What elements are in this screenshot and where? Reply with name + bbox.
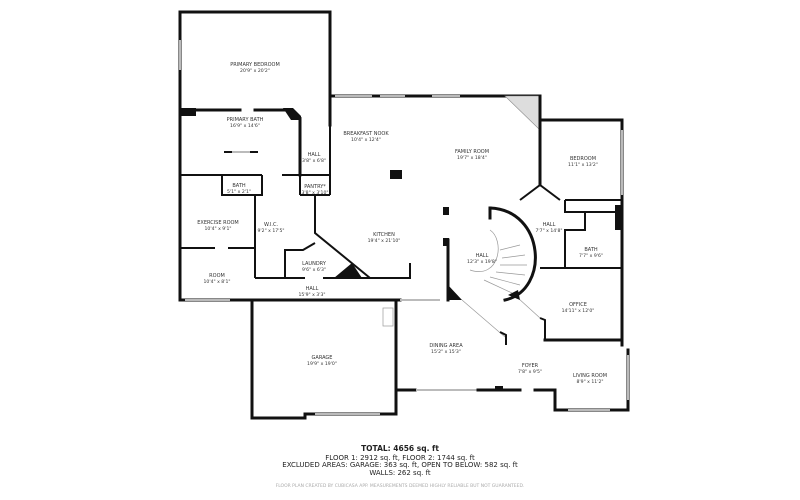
hall-upper-dims: 3'8" x 6'8" (302, 158, 326, 164)
primary-bedroom-dims: 20'9" x 20'2" (240, 68, 270, 74)
breakfast-nook-dims: 10'4" x 12'4" (351, 137, 381, 143)
hall-stairs-dims: 12'3" x 19'8" (467, 259, 497, 265)
hall-east-dims: 7'7" x 14'8" (535, 228, 562, 234)
walls (178, 10, 630, 420)
hall-east-name: HALL (543, 222, 556, 228)
excluded-areas: EXCLUDED AREAS: GARAGE: 363 sq. ft, OPEN… (282, 461, 518, 469)
primary-bath-dims: 16'9" x 14'6" (230, 123, 260, 129)
hall-lower-dims: 15'9" x 3'3" (298, 292, 325, 298)
breakfast-nook-name: BREAKFAST NOOK (343, 131, 389, 137)
hall-upper-name: HALL (308, 152, 321, 158)
room-labels: PRIMARY BEDROOM 20'9" x 20'2" PRIMARY BA… (197, 62, 607, 385)
wic-dims: 9'2" x 17'5" (257, 228, 284, 234)
primary-bath-name: PRIMARY BATH (227, 117, 264, 123)
kitchen-dims: 19'4" x 21'10" (368, 238, 401, 244)
pantry-dims: 3'8" x 3'10" (301, 190, 328, 196)
column (180, 108, 196, 116)
hall-lower-name: HALL (306, 286, 319, 292)
exercise-room-dims: 10'4" x 9'1" (204, 226, 231, 232)
bedroom-dims: 11'1" x 13'2" (568, 162, 598, 168)
floor-areas: FLOOR 1: 2912 sq. ft, FLOOR 2: 1744 sq. … (325, 454, 475, 462)
laundry-dims: 9'6" x 6'3" (302, 267, 326, 273)
bath-small-name: BATH (232, 183, 246, 189)
kitchen-name: KITCHEN (373, 232, 395, 238)
primary-bedroom-name: PRIMARY BEDROOM (230, 62, 280, 68)
pantry-name: PANTRY* (304, 184, 326, 190)
office-name: OFFICE (569, 302, 587, 308)
total-area: TOTAL: 4656 sq. ft (361, 444, 439, 453)
family-room-dims: 19'7" x 18'4" (457, 155, 487, 161)
living-room-dims: 8'9" x 11'2" (576, 379, 603, 385)
dining-area-dims: 15'2" x 15'3" (431, 349, 461, 355)
living-room-name: LIVING ROOM (573, 373, 607, 379)
exercise-room-name: EXERCISE ROOM (197, 220, 239, 226)
hall-stairs-name: HALL (476, 253, 489, 259)
bedroom-name: BEDROOM (570, 156, 596, 162)
laundry-name: LAUNDRY (302, 261, 327, 267)
garage-dims: 19'9" x 19'0" (307, 361, 337, 367)
bath-east-name: BATH (584, 247, 598, 253)
room-name: ROOM (209, 273, 225, 279)
foyer-dims: 7'8" x 9'5" (518, 369, 542, 375)
dining-area-name: DINING AREA (429, 343, 463, 349)
office-dims: 14'11" x 12'0" (562, 308, 595, 314)
foyer-name: FOYER (522, 363, 539, 369)
credit-note: FLOOR PLAN CREATED BY CUBICASA APP. MEAS… (275, 484, 525, 489)
garage-name: GARAGE (312, 355, 333, 361)
wic-name: W.I.C. (264, 222, 279, 228)
family-room-name: FAMILY ROOM (455, 149, 489, 155)
room-dims: 10'4" x 8'1" (203, 279, 230, 285)
stair-treads (483, 244, 527, 294)
walls-area: WALLS: 262 sq. ft (369, 469, 431, 477)
bath-small-dims: 5'1" x 2'1" (227, 189, 251, 195)
bath-east-dims: 7'7" x 9'6" (579, 253, 603, 259)
